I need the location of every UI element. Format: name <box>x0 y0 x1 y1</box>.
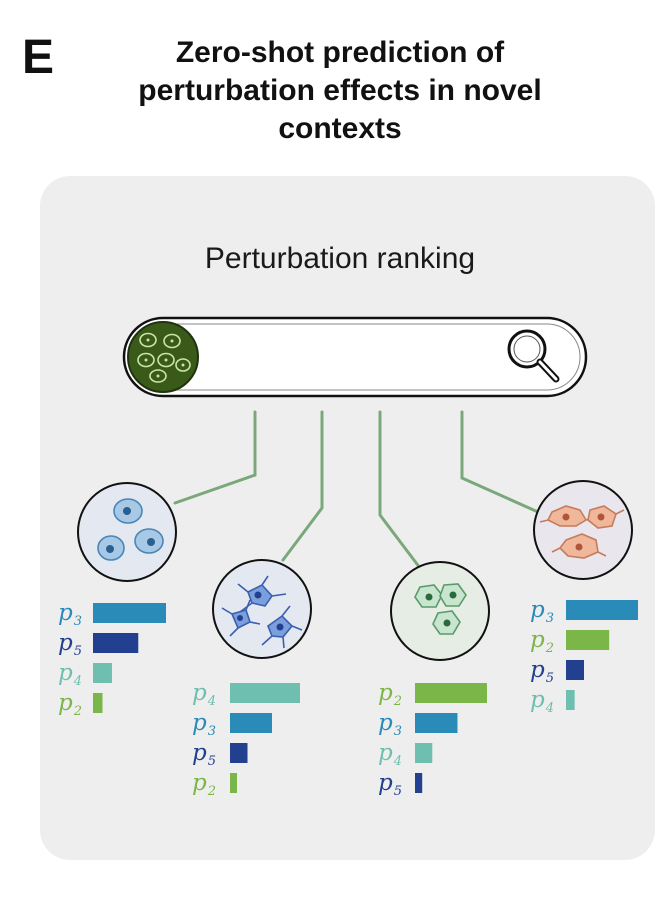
perturbation-label: p4 <box>58 660 82 689</box>
perturbation-label: p2 <box>58 690 82 719</box>
context-cells-orange-fibroblast <box>533 480 633 580</box>
connector-1 <box>173 410 257 505</box>
ranking-bar <box>415 743 433 763</box>
perturbation-label: p2 <box>378 680 402 709</box>
figure-title: Zero-shot prediction of perturbation eff… <box>90 34 590 148</box>
ranking-bar <box>230 683 300 703</box>
ranking-bar <box>415 713 458 733</box>
panel-label: E <box>22 31 55 84</box>
connector-lines <box>173 410 540 570</box>
ranking-bar <box>230 743 248 763</box>
connector-4 <box>460 410 540 514</box>
ranking-bar <box>93 663 112 683</box>
perturbation-label: p3 <box>58 600 82 629</box>
perturbation-label: p2 <box>192 770 216 799</box>
connector-3 <box>378 410 422 570</box>
ranking-bar <box>566 690 575 710</box>
cell-cluster-icon <box>127 321 199 393</box>
perturbation-label: p4 <box>192 680 216 709</box>
connector-2 <box>281 410 324 562</box>
ranking-bar <box>415 773 423 793</box>
perturbation-label: p2 <box>530 627 554 656</box>
perturbation-label: p5 <box>192 740 216 769</box>
ranking-bar <box>93 633 139 653</box>
magnifier-icon[interactable] <box>507 329 560 383</box>
ranking-bar <box>230 713 272 733</box>
ranking-bar <box>93 693 103 713</box>
perturbation-label: p5 <box>530 657 554 686</box>
title-line-2: perturbation effects in novel <box>138 74 542 107</box>
perturbation-label: p5 <box>378 770 402 799</box>
perturbation-label: p4 <box>378 740 402 769</box>
ranking-bar <box>415 683 487 703</box>
perturbation-label: p4 <box>530 687 554 716</box>
ranking-bar <box>566 660 584 680</box>
context-cells-green-hex <box>390 561 490 661</box>
perturbation-label: p3 <box>530 597 554 626</box>
search-bar[interactable] <box>122 316 588 398</box>
title-line-1: Zero-shot prediction of <box>175 36 505 69</box>
perturbation-label: p3 <box>378 710 402 739</box>
perturbation-label: p5 <box>58 630 82 659</box>
diagram-subtitle: Perturbation ranking <box>204 242 476 275</box>
ranking-bar <box>230 773 237 793</box>
ranking-bar <box>566 600 638 620</box>
context-cells-neuron-like <box>212 559 312 659</box>
ranking-bar <box>93 603 166 623</box>
title-line-3: contexts <box>278 112 402 145</box>
perturbation-label: p3 <box>192 710 216 739</box>
ranking-bar <box>566 630 610 650</box>
context-cells-round-blue <box>77 482 177 582</box>
